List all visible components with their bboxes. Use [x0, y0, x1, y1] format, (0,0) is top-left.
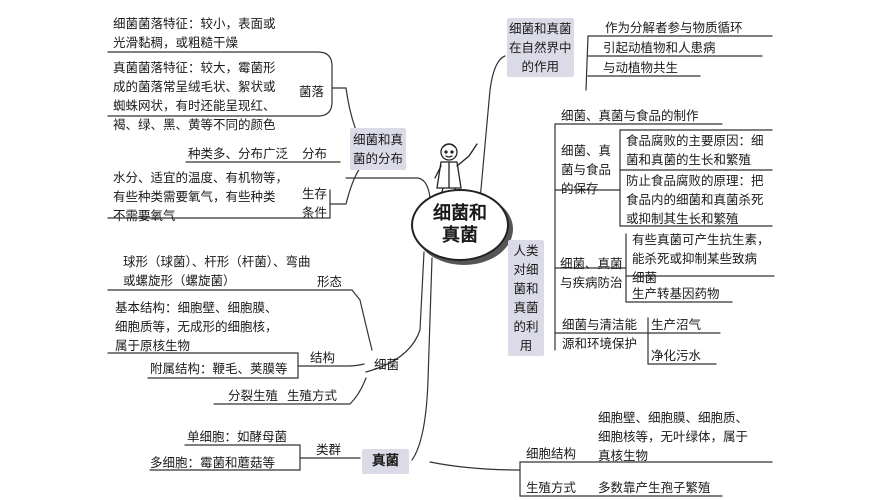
- distribution-branch: 细菌和真 菌的分布: [350, 128, 407, 170]
- clean-energy-label: 细菌与清洁能 源和环境保护: [562, 317, 638, 351]
- shape-label: 形态: [317, 274, 343, 289]
- human-use-branch: 人类 对细 菌和 真菌 的利 用: [508, 240, 544, 356]
- biogas-text: 生产沼气: [651, 317, 702, 332]
- fungi-cell-structure-label: 细胞结构: [526, 446, 577, 461]
- food-spoilage-cause-text: 食品腐败的主要原因：细 菌和真菌的生长和繁殖: [626, 133, 764, 167]
- antibiotic-text: 有些真菌可产生抗生素， 能杀死或抑制某些致病 细菌: [632, 232, 770, 285]
- colony-label: 菌落: [299, 84, 325, 99]
- group-label: 类群: [316, 442, 342, 457]
- shape-text: 球形（球菌）、杆形（杆菌）、弯曲 或螺旋形（螺旋菌）: [123, 254, 311, 288]
- fungi-colony-text: 真菌菌落特征：较大，霉菌形 成的菌落常呈绒毛状、絮状或 蜘蛛网状，有时还能呈现红…: [113, 60, 276, 132]
- fungi-cell-structure-text: 细胞壁、细胞膜、细胞质、 细胞核等，无叶绿体，属于 真核生物: [598, 410, 749, 463]
- multicellular-text: 多细胞：霉菌和蘑菇等: [150, 455, 276, 470]
- distribution-text: 种类多、分布广泛: [188, 146, 289, 161]
- bacteria-colony-text: 细菌菌落特征：较小，表面或 光滑黏稠，或粗糙干燥: [113, 16, 276, 50]
- survival-condition-text: 水分、适宜的温度、有机物等， 有些种类需要氧气，有些种类 不需要氧气: [113, 170, 289, 223]
- fungi-branch: 真菌: [362, 449, 409, 474]
- reproduction-text: 分裂生殖: [228, 388, 279, 403]
- food-making-text: 细菌、真菌与食品的制作: [561, 108, 699, 123]
- survival-condition-label: 生存 条件: [302, 186, 328, 220]
- accessory-structure-text: 附属结构：鞭毛、荚膜等: [150, 361, 288, 376]
- food-preservation-label: 细菌、真 菌与食品 的保存: [561, 143, 612, 196]
- nature-role-branch: 细菌和真菌 在自然界中 的作用: [507, 18, 574, 77]
- nature-role-item-2: 引起动植物和人患病: [603, 40, 716, 55]
- transgenic-drug-text: 生产转基因药物: [632, 286, 720, 301]
- fungi-reproduction-label: 生殖方式: [526, 480, 577, 495]
- teacher-illustration-icon: [434, 143, 478, 197]
- center-title: 细菌和 真菌: [433, 203, 487, 246]
- bacteria-branch: 细菌: [374, 357, 400, 372]
- distribution-label: 分布: [302, 146, 328, 161]
- structure-label: 结构: [310, 350, 336, 365]
- reproduction-label: 生殖方式: [287, 388, 338, 403]
- unicellular-text: 单细胞：如酵母菌: [187, 429, 288, 444]
- basic-structure-text: 基本结构：细胞壁、细胞膜、 细胞质等，无成形的细胞核， 属于原核生物: [115, 300, 278, 353]
- nature-role-item-1: 作为分解者参与物质循环: [605, 20, 743, 35]
- fungi-reproduction-text: 多数靠产生孢子繁殖: [598, 480, 711, 495]
- food-spoilage-prevention-text: 防止食品腐败的原理：把 食品内的细菌和真菌杀死 或抑制其生长和繁殖: [626, 173, 764, 226]
- sewage-text: 净化污水: [651, 348, 702, 363]
- center-node: 细菌和 真菌: [411, 189, 509, 261]
- disease-prevention-label: 细菌、真菌 与疾病防治: [560, 256, 623, 290]
- nature-role-item-3: 与动植物共生: [603, 60, 679, 75]
